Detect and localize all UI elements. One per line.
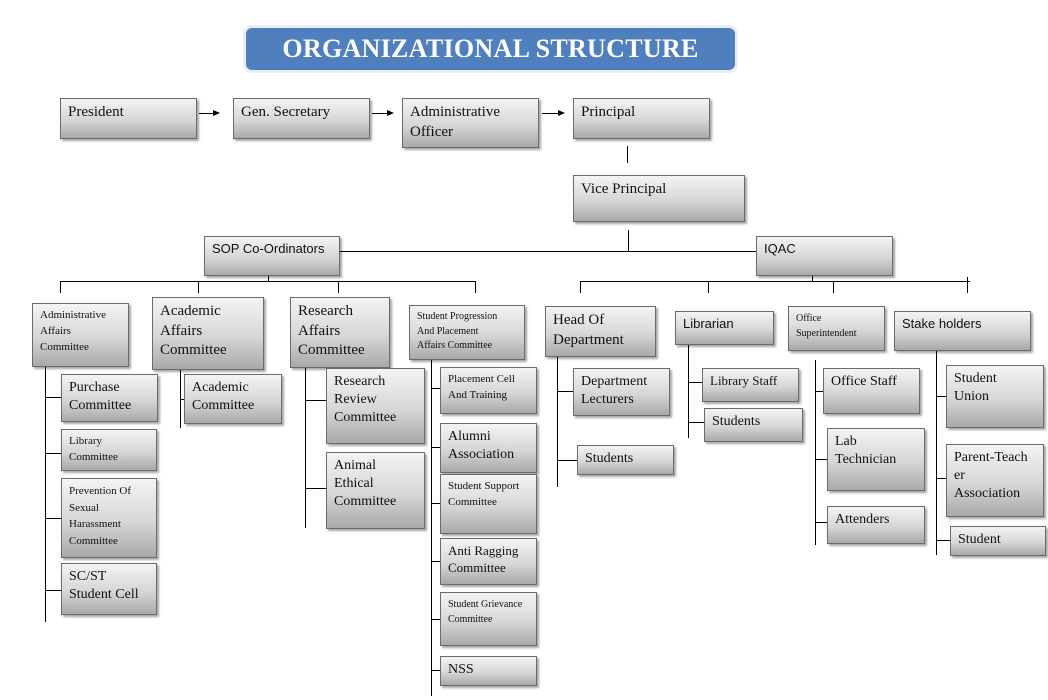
node-purchase-committee: Purchase Committee (61, 374, 158, 422)
node-sop-coordinators: SOP Co-Ordinators (204, 236, 340, 276)
connector-line (60, 281, 61, 293)
node-iqac: IQAC (756, 236, 893, 276)
connector-line (431, 670, 440, 671)
connector-line (45, 397, 61, 398)
node-prevention-committee: Prevention Of Sexual Harassment Committe… (61, 478, 157, 558)
connector-line (431, 503, 440, 504)
connector-line (557, 460, 577, 461)
connector-line (542, 113, 559, 114)
node-librarian: Librarian (675, 311, 774, 345)
node-gen-secretary: Gen. Secretary (233, 98, 370, 139)
node-library-staff: Library Staff (702, 368, 799, 402)
node-department-lecturers: Department Lecturers (573, 368, 670, 416)
connector-line (688, 382, 702, 383)
node-animal-ethical-committee: Animal Ethical Committee (326, 452, 425, 529)
node-parent-teacher-association: Parent-Teach er Association (946, 444, 1044, 517)
connector-line (580, 281, 581, 293)
node-student-union: Student Union (946, 365, 1044, 428)
connector-line (815, 459, 827, 460)
node-research-affairs-committee: Research Affairs Committee (290, 297, 390, 368)
connector-line (305, 400, 326, 401)
connector-line (936, 540, 950, 541)
connector-line (627, 146, 628, 163)
node-stake-holders: Stake holders (894, 311, 1031, 351)
connector-line (372, 113, 388, 114)
node-hod-students: Students (577, 445, 674, 475)
node-administrative-officer: Administrative Officer (402, 98, 539, 148)
arrowhead (558, 110, 565, 116)
connector-line (45, 518, 61, 519)
connector-line (431, 447, 440, 448)
connector-line (431, 360, 432, 696)
node-scst-student-cell: SC/ST Student Cell (61, 563, 157, 615)
connector-line (475, 281, 476, 293)
node-placement-cell: Placement Cell And Training (440, 367, 537, 414)
connector-line (268, 276, 269, 282)
node-president: President (60, 98, 197, 139)
node-academic-affairs-committee: Academic Affairs Committee (152, 297, 264, 370)
connector-line (305, 368, 306, 528)
node-research-review-committee: Research Review Committee (326, 368, 425, 444)
node-vice-principal: Vice Principal (573, 175, 745, 222)
node-office-staff: Office Staff (823, 368, 920, 414)
connector-line (936, 351, 937, 555)
connector-line (338, 281, 339, 293)
node-academic-committee: Academic Committee (184, 374, 282, 424)
connector-line (557, 357, 558, 487)
connector-line (199, 113, 214, 114)
connector-line (557, 391, 573, 392)
node-anti-ragging-committee: Anti Ragging Committee (440, 538, 537, 585)
connector-line (340, 251, 756, 252)
connector-line (688, 422, 704, 423)
connector-line (45, 590, 61, 591)
connector-line (45, 453, 61, 454)
node-nss: NSS (440, 656, 537, 686)
connector-line (45, 367, 46, 622)
node-student-support-committee: Student Support Committee (440, 474, 537, 534)
connector-line (431, 561, 440, 562)
connector-line (580, 281, 970, 282)
connector-line (60, 281, 476, 282)
arrowhead (387, 110, 394, 116)
node-student-grievance-committee: Student Grievance Committee (440, 592, 537, 646)
connector-line (198, 281, 199, 293)
connector-line (967, 277, 968, 293)
connector-line (628, 230, 629, 252)
connector-line (833, 281, 834, 293)
node-office-superintendent: Office Superintendent (788, 306, 885, 351)
node-library-committee: Library Committee (61, 429, 157, 471)
node-lab-technician: Lab Technician (827, 428, 925, 491)
connector-line (812, 275, 813, 282)
connector-line (688, 345, 689, 438)
node-stake-student: Student (950, 526, 1046, 556)
connector-line (180, 399, 184, 400)
connector-line (815, 360, 816, 545)
chart-title: ORGANIZATIONAL STRUCTURE (246, 28, 735, 70)
node-attenders: Attenders (827, 506, 925, 544)
node-alumni-association: Alumni Association (440, 423, 537, 473)
connector-line (936, 396, 946, 397)
node-head-of-department: Head Of Department (545, 306, 656, 357)
connector-line (431, 619, 440, 620)
connector-line (305, 488, 326, 489)
connector-line (815, 522, 827, 523)
connector-line (431, 388, 440, 389)
node-student-progression-committee: Student Progression And Placement Affair… (409, 305, 525, 360)
connector-line (936, 478, 946, 479)
node-administrative-affairs-committee: Administrative Affairs Committee (32, 303, 129, 367)
node-principal: Principal (573, 98, 710, 139)
connector-line (815, 391, 823, 392)
connector-line (708, 281, 709, 293)
arrowhead (213, 110, 220, 116)
node-librarian-students: Students (704, 408, 803, 442)
